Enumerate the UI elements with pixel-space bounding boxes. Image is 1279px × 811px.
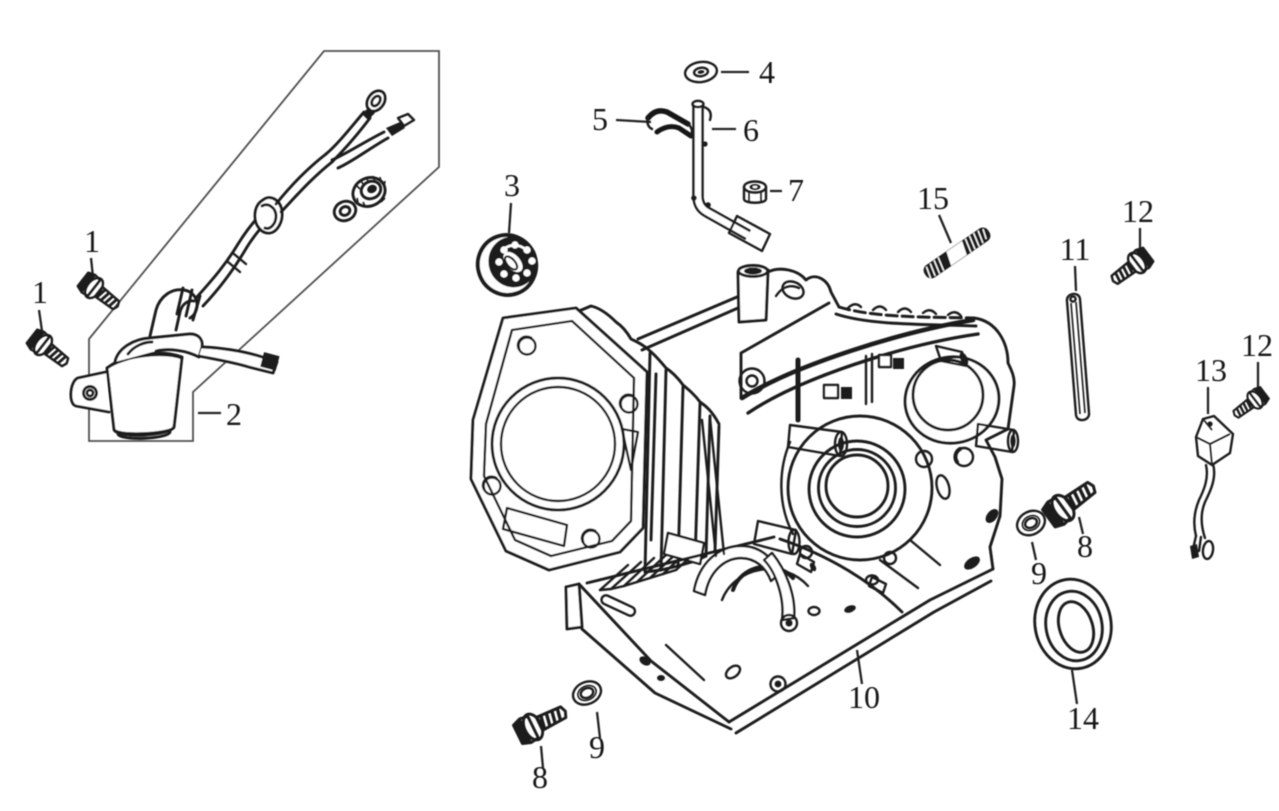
svg-text:2: 2 [226, 396, 242, 432]
svg-text:9: 9 [589, 729, 605, 765]
svg-text:3: 3 [504, 167, 520, 203]
svg-text:15: 15 [917, 180, 949, 216]
svg-text:1: 1 [32, 274, 48, 310]
svg-text:14: 14 [1067, 700, 1099, 736]
svg-text:13: 13 [1195, 352, 1227, 388]
svg-text:8: 8 [1077, 528, 1093, 564]
svg-text:7: 7 [788, 172, 804, 208]
svg-text:6: 6 [743, 112, 759, 148]
svg-text:9: 9 [1031, 555, 1047, 591]
svg-text:12: 12 [1241, 327, 1273, 363]
svg-text:5: 5 [592, 101, 608, 137]
svg-text:4: 4 [759, 54, 775, 90]
svg-text:11: 11 [1060, 231, 1091, 267]
svg-text:12: 12 [1122, 193, 1154, 229]
svg-text:8: 8 [532, 759, 548, 795]
svg-text:1: 1 [84, 223, 100, 259]
svg-text:10: 10 [848, 679, 880, 715]
